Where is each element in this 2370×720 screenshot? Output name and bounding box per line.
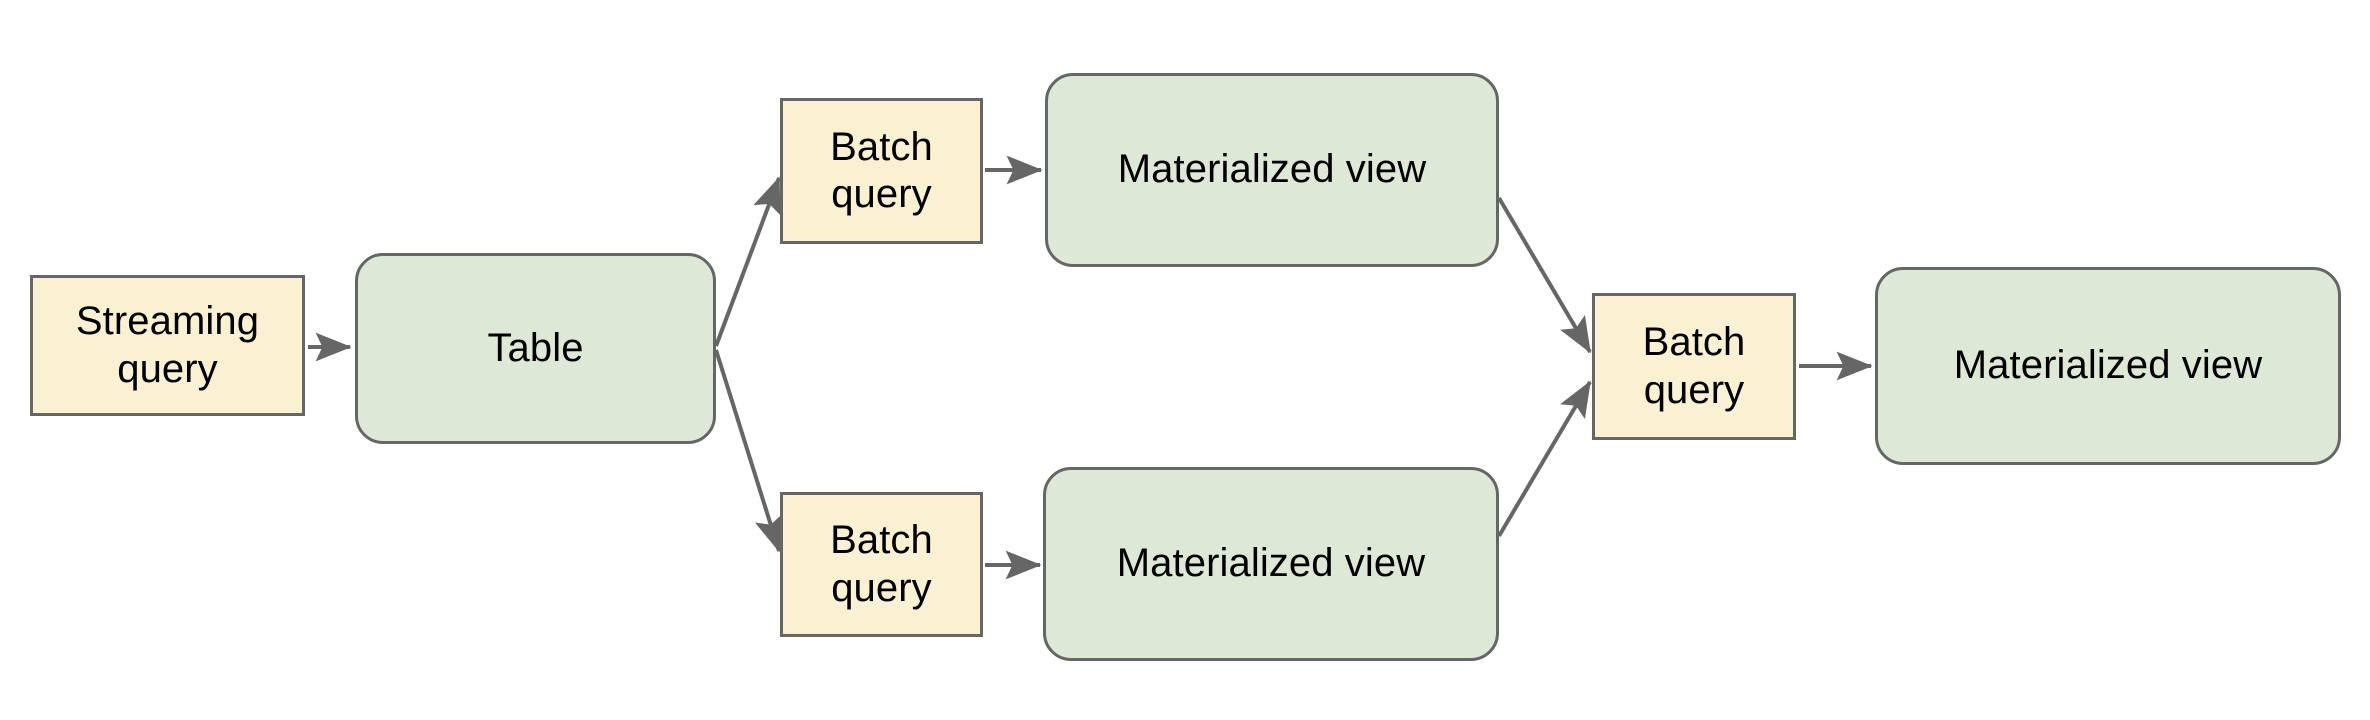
- node-materialized-view-right[interactable]: Materialized view: [1875, 267, 2341, 465]
- node-materialized-view-top[interactable]: Materialized view: [1045, 73, 1499, 267]
- node-batch-query-bottom-label: Batch query: [830, 518, 933, 610]
- node-batch-query-bottom[interactable]: Batch query: [780, 492, 983, 637]
- node-table[interactable]: Table: [355, 253, 716, 444]
- node-materialized-view-top-label: Materialized view: [1117, 147, 1427, 192]
- node-streaming-query[interactable]: Streaming query: [30, 275, 305, 416]
- node-materialized-view-bottom-label: Materialized view: [1116, 541, 1426, 586]
- node-batch-query-top[interactable]: Batch query: [780, 98, 983, 244]
- node-streaming-query-label: Streaming query: [75, 299, 260, 391]
- node-batch-query-right[interactable]: Batch query: [1592, 293, 1796, 440]
- edge-mv-top-to-batch-right: [1497, 196, 1592, 354]
- node-table-label: Table: [487, 325, 584, 370]
- edge-table-to-batch-top: [714, 176, 781, 347]
- edge-table-to-batch-bottom: [714, 349, 783, 553]
- node-batch-query-right-label: Batch query: [1642, 320, 1746, 412]
- node-batch-query-top-label: Batch query: [830, 124, 933, 216]
- node-materialized-view-right-label: Materialized view: [1953, 343, 2263, 388]
- edge-mv-bottom-to-batch-right: [1497, 380, 1592, 538]
- node-materialized-view-bottom[interactable]: Materialized view: [1043, 467, 1499, 661]
